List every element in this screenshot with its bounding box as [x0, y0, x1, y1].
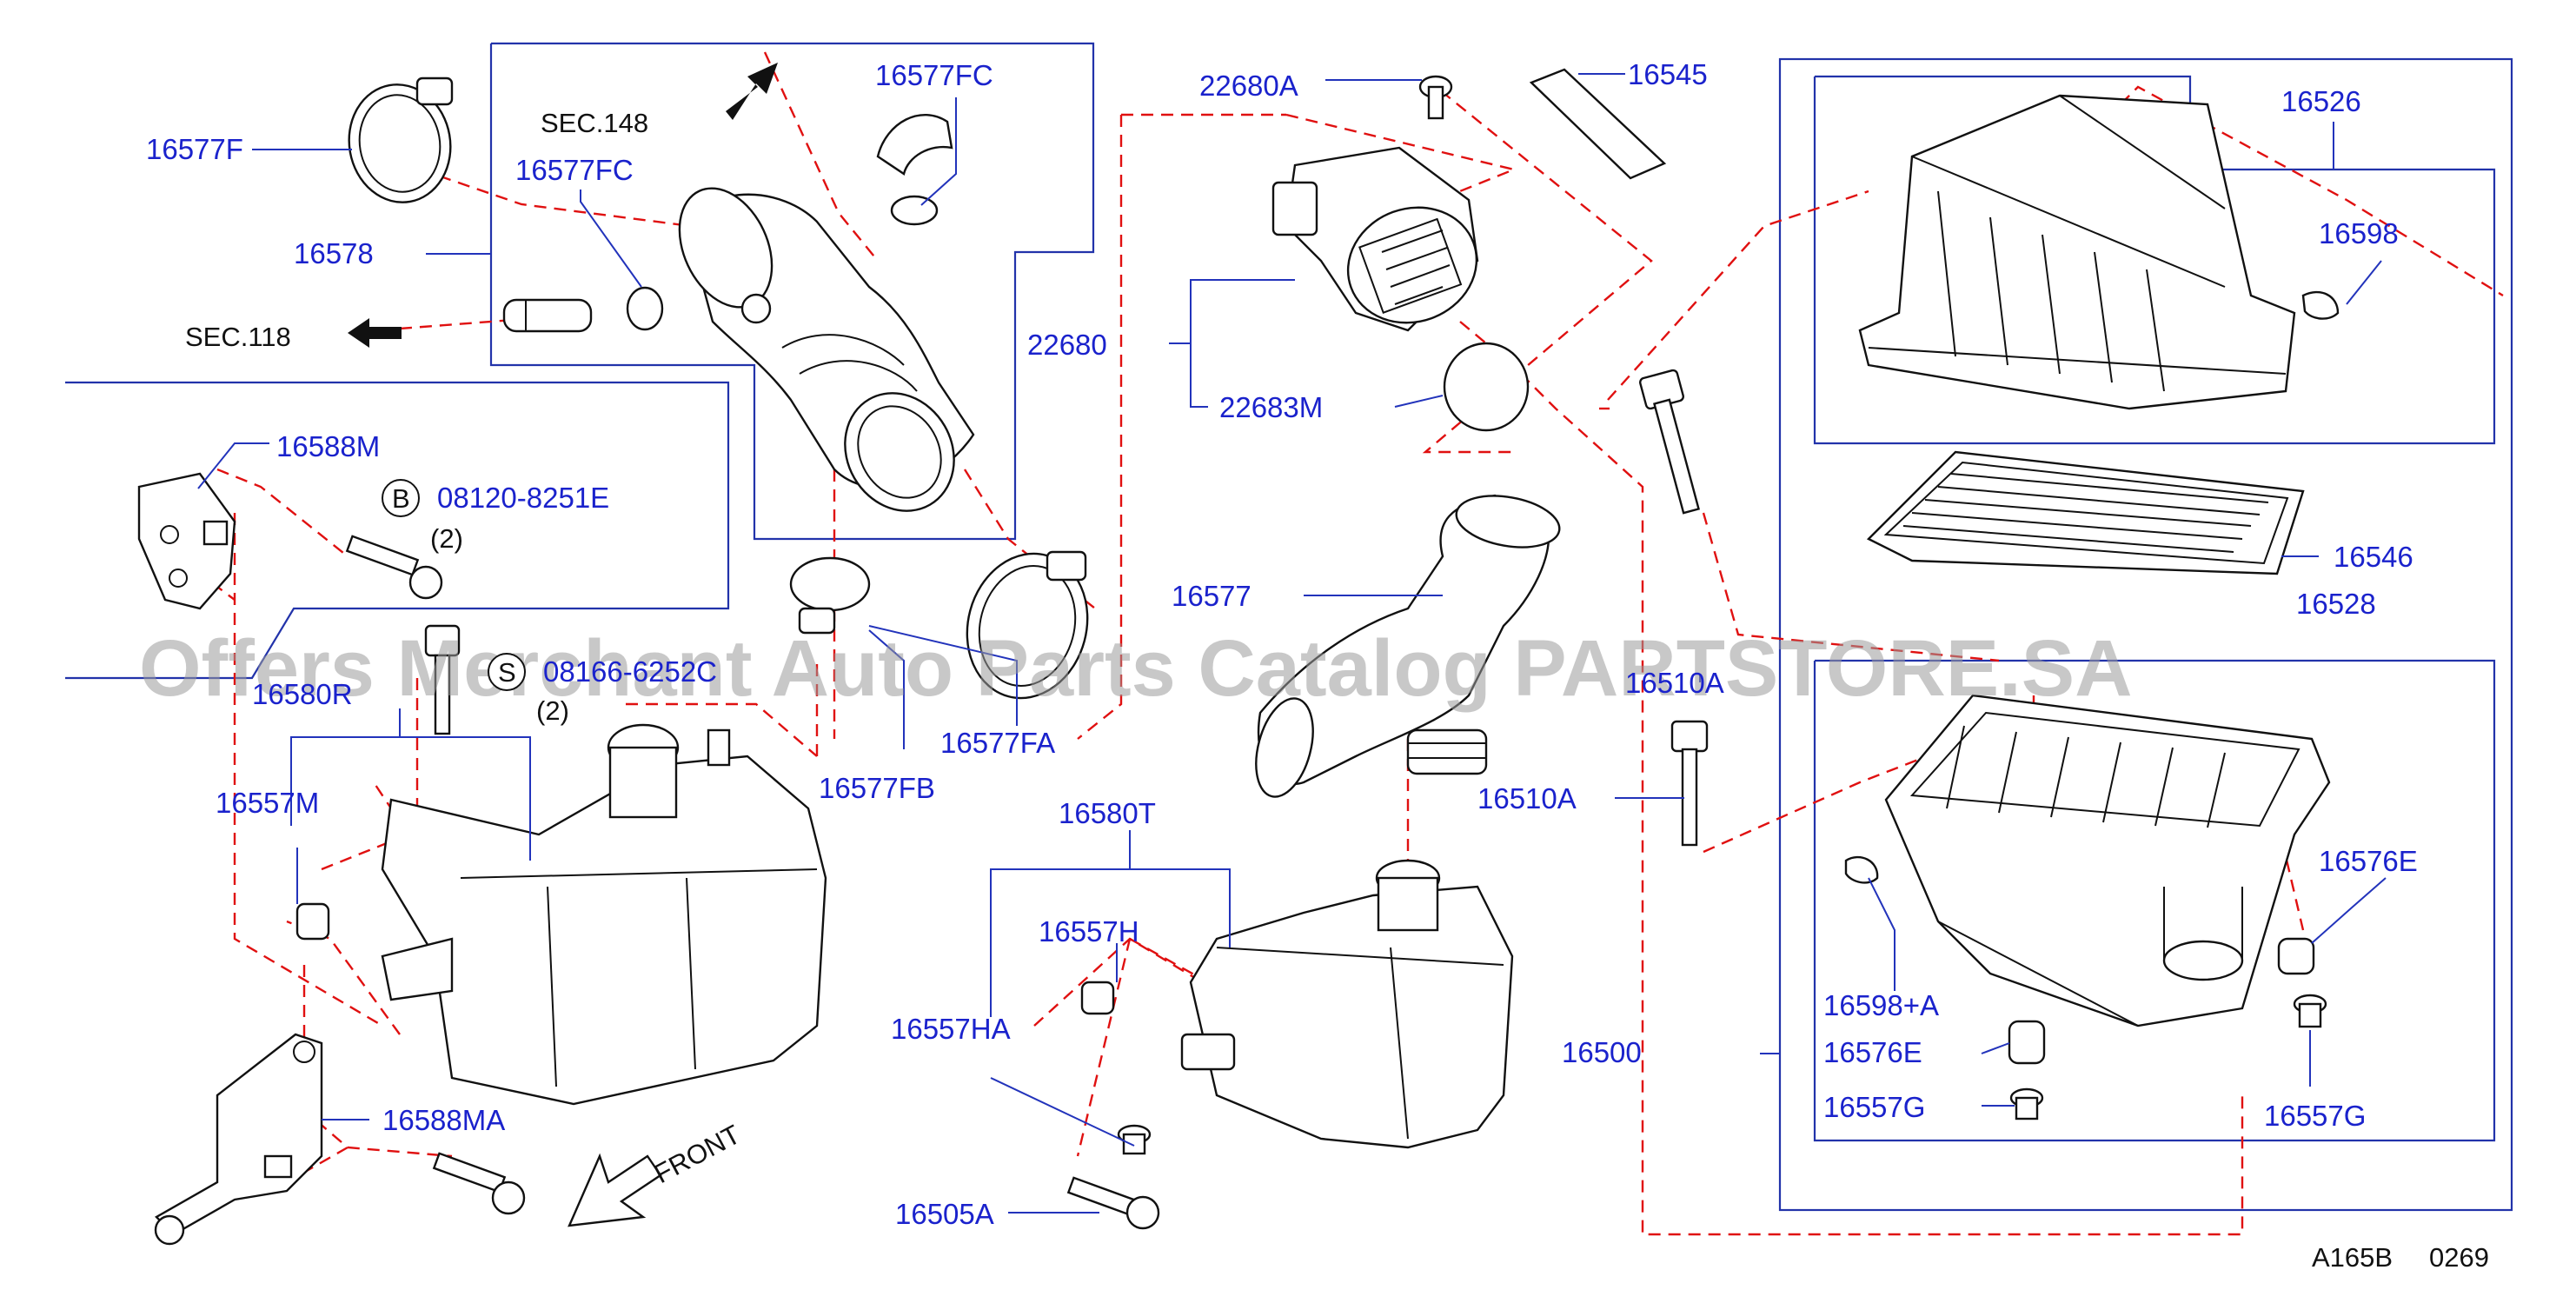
part-screw-22680A — [1418, 75, 1453, 120]
part-duct-16577 — [1255, 494, 1561, 798]
label-22680A: 22680A — [1199, 70, 1298, 102]
label-16580T: 16580T — [1059, 797, 1156, 829]
label-16576E-a: 16576E — [2319, 845, 2418, 877]
part-elbow-16577FC — [876, 113, 953, 226]
sec148-label: SEC.148 — [541, 108, 648, 138]
watermark-text: Offers Merchant Auto Parts Catalog PARTS… — [139, 624, 2133, 713]
label-16577F: 16577F — [146, 133, 243, 165]
label-16577FB: 16577FB — [819, 772, 935, 804]
part-clamp-16577F — [348, 76, 454, 203]
label-16577: 16577 — [1172, 580, 1251, 612]
label-16588MA: 16588MA — [382, 1104, 505, 1136]
bolt-b-letter: B — [392, 483, 410, 514]
label-08120-8251E: 08120-8251E — [437, 482, 609, 514]
label-16546: 16546 — [2334, 541, 2413, 573]
label-16576E-b: 16576E — [1823, 1036, 1922, 1068]
label-16557G-b: 16557G — [2264, 1100, 2366, 1132]
part-bracket-16588M — [137, 472, 236, 610]
label-16526: 16526 — [2281, 85, 2361, 117]
arrow-sec148-icon — [726, 63, 778, 120]
bolt-b-qty: (2) — [430, 523, 463, 554]
label-16577FC-a: 16577FC — [875, 59, 993, 91]
part-labels: 16577F 16578 16577FC 16577FC 22680A 1654… — [146, 58, 2418, 1230]
label-16500: 16500 — [1562, 1036, 1642, 1068]
frame-lines — [65, 42, 2513, 1212]
bolt-s-callout: S 08166-6252C (2) — [488, 653, 717, 726]
label-16528: 16528 — [2296, 588, 2376, 620]
label-16510A-b: 16510A — [1477, 782, 1577, 815]
label-16557G-a: 16557G — [1823, 1091, 1925, 1123]
front-arrow-icon — [568, 1153, 662, 1227]
part-clip-16598A — [1844, 855, 1879, 884]
label-16545: 16545 — [1628, 58, 1708, 90]
label-16557H: 16557H — [1039, 915, 1139, 948]
part-bracket-16588MA — [154, 1033, 323, 1246]
part-air-duct-16578 — [678, 187, 975, 512]
leader-lines — [197, 73, 2387, 1214]
label-22680: 22680 — [1027, 329, 1107, 361]
label-16580R: 16580R — [252, 678, 353, 710]
label-16505A: 16505A — [895, 1198, 994, 1230]
diagram-code-number: 0269 — [2429, 1242, 2489, 1273]
arrow-sec118-icon — [348, 318, 402, 348]
bolt-s-letter: S — [498, 657, 516, 688]
part-air-cleaner-cover-16526 — [1858, 94, 2296, 410]
diagram-code: A165B — [2312, 1242, 2393, 1273]
label-16557M: 16557M — [216, 787, 319, 819]
label-16557HA: 16557HA — [891, 1013, 1011, 1045]
part-hose-connector — [502, 286, 664, 333]
bolt-b-callout: B 08120-8251E (2) — [382, 479, 609, 554]
part-clip-16598 — [2301, 290, 2340, 320]
label-16588M: 16588M — [276, 430, 380, 462]
label-16598: 16598 — [2319, 217, 2399, 249]
part-resonator-16580T — [1180, 859, 1514, 1149]
label-16598A: 16598+A — [1823, 989, 1939, 1021]
part-air-cleaner-body-16500 — [1884, 694, 2331, 1027]
front-label: FRONT — [649, 1119, 746, 1189]
part-clip-16577FB — [789, 556, 871, 635]
label-16510A-a: 16510A — [1625, 667, 1724, 699]
part-seal-16545 — [1529, 68, 1667, 180]
part-filter-element-16546 — [1866, 450, 2305, 575]
label-16577FC-b: 16577FC — [515, 154, 634, 186]
part-airflow-meter-22680 — [1271, 146, 1479, 332]
part-bolts — [345, 369, 1709, 1230]
part-small-fittings — [295, 902, 2327, 1155]
part-clamp-16577FA — [966, 550, 1089, 700]
part-resonator-16580R — [381, 723, 827, 1106]
label-22683M: 22683M — [1219, 391, 1323, 423]
bolt-s-qty: (2) — [536, 695, 569, 726]
label-16577FA: 16577FA — [940, 727, 1055, 759]
sec118-label: SEC.118 — [185, 322, 291, 352]
part-gasket-22683M — [1443, 342, 1530, 432]
label-16578: 16578 — [294, 237, 374, 269]
label-08166-6252C: 08166-6252C — [543, 655, 717, 688]
